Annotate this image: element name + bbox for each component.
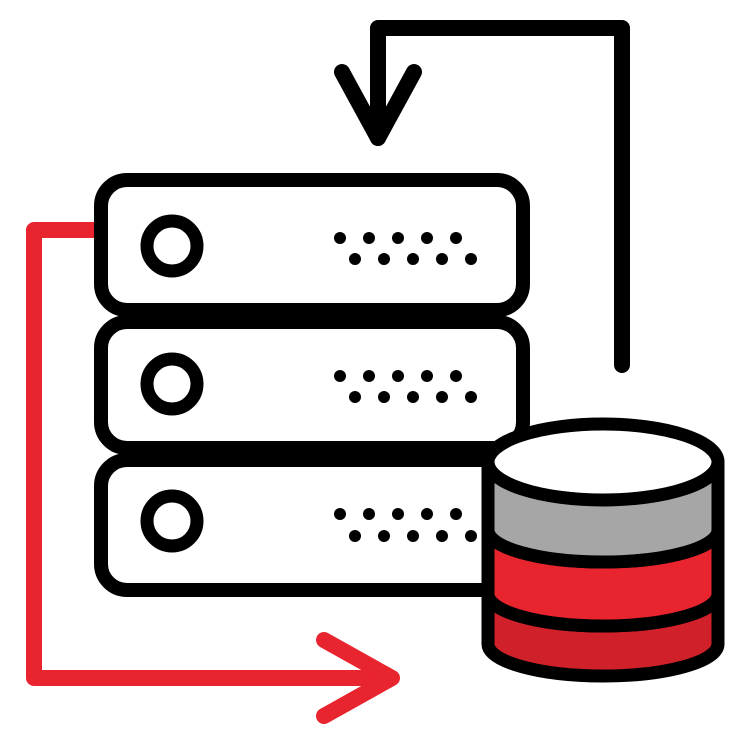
vent-dots-icon: [334, 508, 477, 542]
red-transfer-arrow: [26, 222, 400, 724]
power-button-icon: [140, 489, 204, 553]
vent-dots-icon: [334, 232, 477, 265]
database-icon: [481, 417, 725, 683]
black-arrowhead: [334, 64, 422, 146]
red-arrowhead: [316, 632, 400, 724]
vent-dots-icon: [334, 370, 477, 403]
server-unit-1: [94, 173, 530, 317]
server-unit-3: [94, 453, 530, 597]
server-rack: [94, 173, 530, 597]
database-top: [481, 417, 725, 507]
power-button-icon: [140, 214, 204, 278]
black-arrow-line: [370, 20, 630, 373]
power-button-icon: [140, 352, 204, 416]
server-unit-2: [94, 315, 530, 455]
black-return-arrow: [334, 20, 630, 373]
red-arrow-line: [26, 222, 398, 686]
